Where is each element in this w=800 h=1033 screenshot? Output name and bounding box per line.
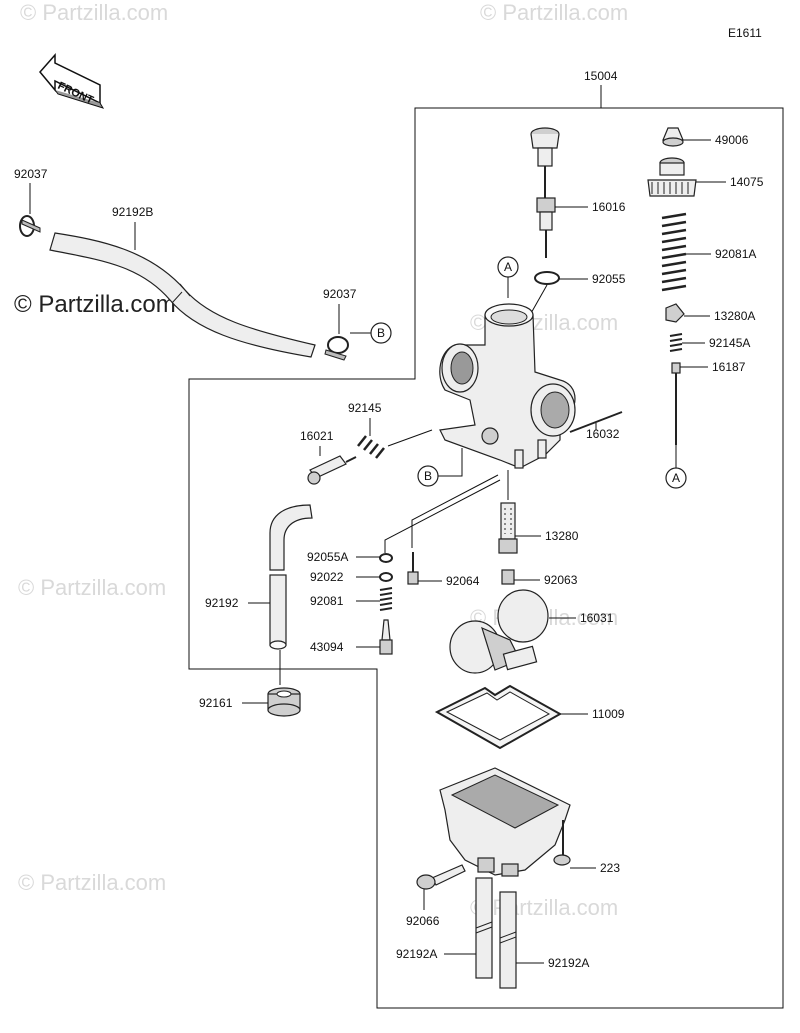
label-92145: 92145 (348, 401, 382, 415)
label-92022: 92022 (310, 570, 344, 584)
label-92066: 92066 (406, 914, 440, 928)
clamp-92037-mid (324, 336, 349, 361)
cap-49006 (662, 127, 684, 147)
carburetor-body (439, 303, 576, 469)
float-bowl (439, 767, 571, 877)
starter-plunger-16016 (530, 127, 560, 258)
label-92192A-right: 92192A (548, 956, 589, 970)
drain-tube-92192A-left (475, 877, 493, 979)
front-arrow-icon: FRONT (39, 53, 105, 109)
ref-marker-b-hose-text: B (377, 326, 385, 340)
label-16187: 16187 (712, 360, 746, 374)
ref-marker-a-needle (665, 467, 687, 489)
ref-marker-b-carb-text: B (424, 469, 432, 483)
label-92037-top: 92037 (14, 167, 48, 181)
label-16016: 16016 (592, 200, 626, 214)
label-16031: 16031 (580, 611, 614, 625)
label-92055A: 92055A (307, 550, 348, 564)
spring-92145A (669, 333, 683, 352)
drain-tube-92192A-right (499, 891, 517, 989)
hose-92192B (49, 232, 316, 358)
screw-43094 (379, 619, 393, 655)
watermark: © Partzilla.com (480, 0, 628, 25)
label-13280: 13280 (545, 529, 579, 543)
label-14075: 14075 (730, 175, 764, 189)
label-13280A: 13280A (714, 309, 755, 323)
watermark: © Partzilla.com (20, 0, 168, 25)
drain-screw-92066 (416, 864, 466, 890)
grommet-92161 (267, 687, 301, 717)
main-jet-92063 (501, 569, 515, 585)
watermark: © Partzilla.com (18, 870, 166, 895)
diagram-code: E1611 (728, 26, 762, 40)
screw-16021 (307, 455, 357, 485)
label-92055: 92055 (592, 272, 626, 286)
clip-13280A (665, 303, 685, 323)
label-16021: 16021 (300, 429, 334, 443)
copyright-main: © Partzilla.com (14, 291, 176, 318)
watermark: © Partzilla.com (470, 895, 618, 920)
label-92064: 92064 (446, 574, 480, 588)
needle-jet-13280 (498, 502, 518, 554)
washer-92055A (379, 553, 393, 563)
label-92037-mid: 92037 (323, 287, 357, 301)
pilot-jet-92064 (407, 552, 419, 585)
label-49006: 49006 (715, 133, 749, 147)
label-92063: 92063 (544, 573, 578, 587)
screw-223 (553, 820, 571, 866)
float-16031 (449, 589, 549, 674)
assembly-outline: 15004 (188, 69, 784, 1009)
label-223: 223 (600, 861, 620, 875)
spring-92081 (379, 587, 393, 611)
hose-92192 (269, 504, 313, 650)
clamp-92037-top (19, 215, 41, 237)
gasket-11009 (434, 684, 563, 750)
ref-marker-a-top-text: A (504, 260, 512, 274)
washer-92022 (379, 572, 393, 582)
watermark: © Partzilla.com (18, 575, 166, 600)
label-43094: 43094 (310, 640, 344, 654)
ref-marker-a-needle-text: A (672, 471, 680, 485)
label-92161: 92161 (199, 696, 233, 710)
label-11009: 11009 (592, 707, 625, 721)
needle-16187 (671, 362, 681, 445)
o-ring-92055 (534, 271, 560, 285)
ref-marker-b-hose (370, 322, 392, 344)
spring-92081A (661, 212, 687, 292)
assembly-number: 15004 (584, 69, 618, 83)
cap-14075 (647, 157, 697, 197)
label-92192B: 92192B (112, 205, 153, 219)
label-92081: 92081 (310, 594, 344, 608)
label-92081A: 92081A (715, 247, 756, 261)
label-92145A: 92145A (709, 336, 750, 350)
spring-92145 (357, 435, 385, 459)
label-92192A-left: 92192A (396, 947, 437, 961)
label-16032: 16032 (586, 427, 620, 441)
label-92192: 92192 (205, 596, 239, 610)
